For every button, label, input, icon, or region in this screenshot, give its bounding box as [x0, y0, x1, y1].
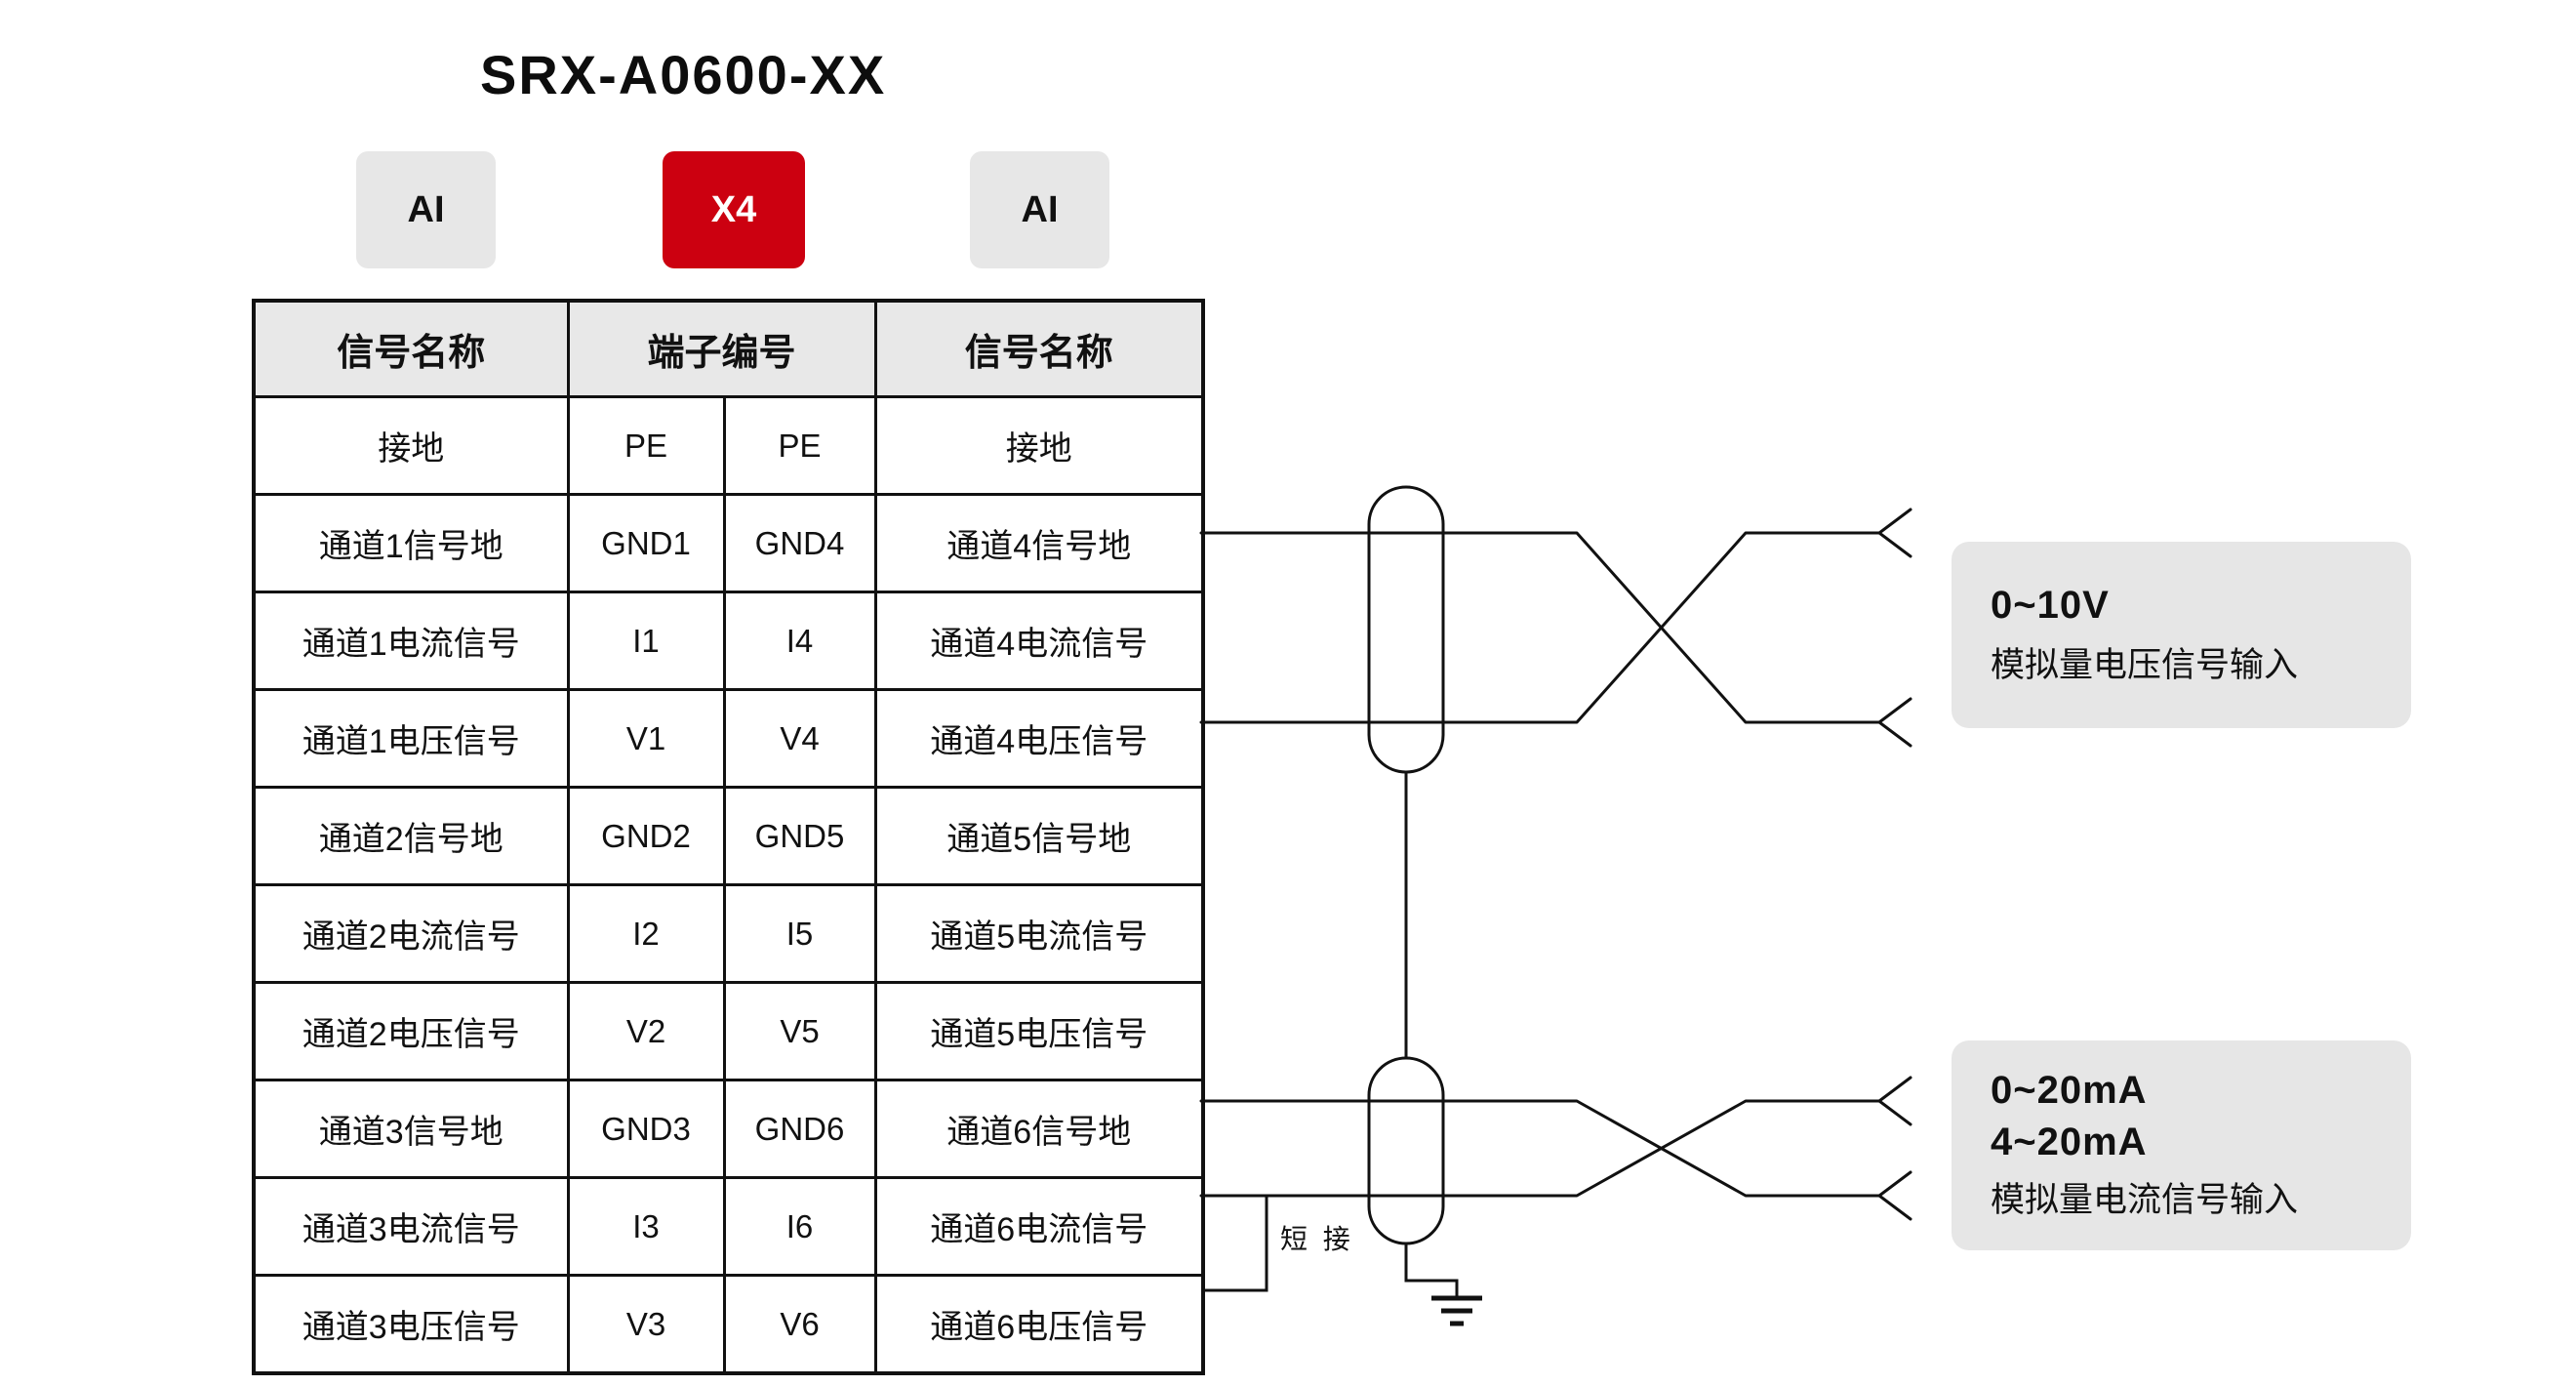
cable-shield-top: [1367, 485, 1445, 774]
terminal-right: GND6: [722, 1079, 877, 1179]
signal-name-right: 通道4信号地: [873, 493, 1205, 593]
voltage-input-label: 0~10V 模拟量电压信号输入: [1952, 542, 2411, 728]
jumper-label: 短 接: [1280, 1224, 1354, 1254]
terminal-table: 信号名称 端子编号 信号名称 接地 PE PE 接地 通道1信号地 GND1 G…: [252, 299, 1206, 1375]
table-row: 通道1信号地 GND1 GND4 通道4信号地: [252, 493, 1205, 593]
terminal-left: I2: [566, 883, 726, 984]
terminal-left: V3: [566, 1274, 726, 1375]
voltage-range-text: 0~10V: [1991, 583, 2110, 627]
current-range-text-1: 0~20mA: [1991, 1069, 2148, 1112]
terminal-left: V1: [566, 688, 726, 789]
table-row: 通道3信号地 GND3 GND6 通道6信号地: [252, 1079, 1205, 1179]
terminal-left: I1: [566, 591, 726, 691]
table-row: 通道1电流信号 I1 I4 通道4电流信号: [252, 591, 1205, 691]
terminal-right: PE: [722, 395, 877, 496]
terminal-left: GND2: [566, 786, 726, 886]
terminal-right: I4: [722, 591, 877, 691]
voltage-wire-pair: [1199, 508, 1912, 748]
signal-name-left: 通道3电流信号: [252, 1176, 570, 1277]
terminal-left: I3: [566, 1176, 726, 1277]
terminal-right: I5: [722, 883, 877, 984]
signal-name-right: 通道6信号地: [873, 1079, 1205, 1179]
terminal-right: GND4: [722, 493, 877, 593]
header-signal-name-left: 信号名称: [252, 299, 570, 398]
terminal-right: I6: [722, 1176, 877, 1277]
shield-drain-wire: [1404, 772, 1459, 1296]
badge-ai-right: AI: [970, 151, 1109, 268]
signal-name-right: 通道5信号地: [873, 786, 1205, 886]
terminal-right: V4: [722, 688, 877, 789]
table-row: 通道3电流信号 I3 I6 通道6电流信号: [252, 1176, 1205, 1277]
terminal-right: V6: [722, 1274, 877, 1375]
signal-name-left: 通道1信号地: [252, 493, 570, 593]
signal-name-right: 通道4电流信号: [873, 591, 1205, 691]
terminal-left: PE: [566, 395, 726, 496]
current-range-text-2: 4~20mA: [1991, 1121, 2148, 1163]
signal-name-left: 通道1电流信号: [252, 591, 570, 691]
terminal-right: V5: [722, 981, 877, 1081]
signal-name-left: 通道1电压信号: [252, 688, 570, 789]
signal-name-right: 通道6电流信号: [873, 1176, 1205, 1277]
table-row: 通道2电压信号 V2 V5 通道5电压信号: [252, 981, 1205, 1081]
badge-x4: X4: [663, 151, 805, 268]
voltage-description-text: 模拟量电压信号输入: [1991, 645, 2299, 684]
terminal-left: GND3: [566, 1079, 726, 1179]
signal-name-left: 通道2电压信号: [252, 981, 570, 1081]
signal-name-left: 通道3电压信号: [252, 1274, 570, 1375]
page-title: SRX-A0600-XX: [480, 44, 887, 105]
current-input-label: 0~20mA 4~20mA 模拟量电流信号输入: [1952, 1040, 2411, 1250]
table-header-row: 信号名称 端子编号 信号名称: [252, 299, 1205, 398]
table-row: 通道1电压信号 V1 V4 通道4电压信号: [252, 688, 1205, 789]
table-row: 接地 PE PE 接地: [252, 395, 1205, 496]
header-terminal-number: 端子编号: [566, 299, 877, 398]
signal-name-left: 通道3信号地: [252, 1079, 570, 1179]
signal-name-left: 通道2信号地: [252, 786, 570, 886]
signal-name-right: 通道4电压信号: [873, 688, 1205, 789]
signal-name-right: 通道5电压信号: [873, 981, 1205, 1081]
signal-name-right: 通道5电流信号: [873, 883, 1205, 984]
jumper-wire: [1205, 1196, 1268, 1292]
signal-name-right: 接地: [873, 395, 1205, 496]
current-description-text: 模拟量电流信号输入: [1991, 1181, 2299, 1219]
signal-name-left: 通道2电流信号: [252, 883, 570, 984]
terminal-left: GND1: [566, 493, 726, 593]
cable-shield-bottom: [1367, 1056, 1445, 1245]
signal-name-right: 通道6电压信号: [873, 1274, 1205, 1375]
terminal-left: V2: [566, 981, 726, 1081]
table-row: 通道3电压信号 V3 V6 通道6电压信号: [252, 1274, 1205, 1375]
table-row: 通道2电流信号 I2 I5 通道5电流信号: [252, 883, 1205, 984]
terminal-right: GND5: [722, 786, 877, 886]
current-wire-pair: [1199, 1076, 1912, 1221]
ground-icon: [1431, 1295, 1482, 1326]
table-row: 通道2信号地 GND2 GND5 通道5信号地: [252, 786, 1205, 886]
header-signal-name-right: 信号名称: [873, 299, 1205, 398]
badge-ai-left: AI: [356, 151, 496, 268]
signal-name-left: 接地: [252, 395, 570, 496]
